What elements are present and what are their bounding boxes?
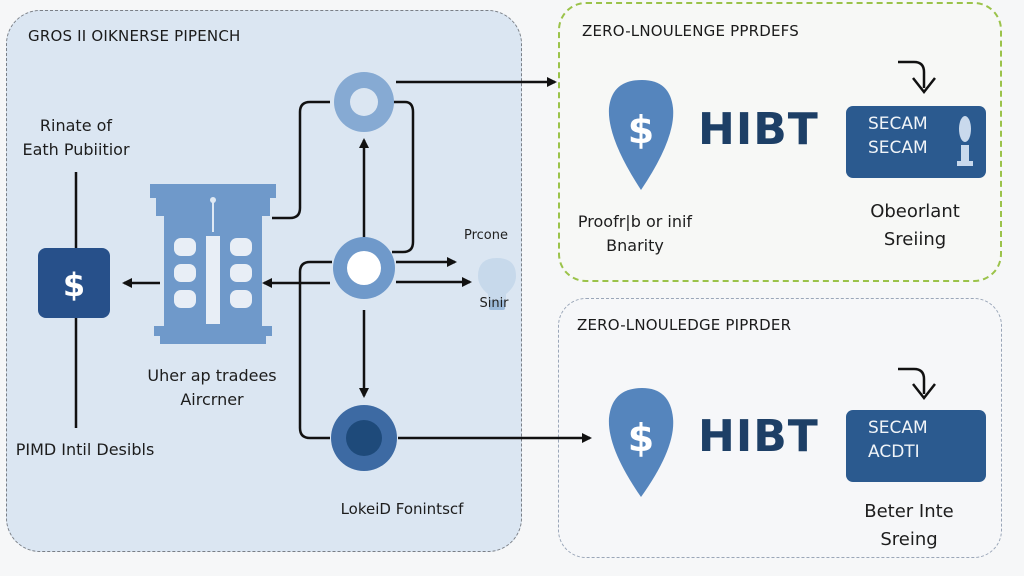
link-center-to-bottom-loop (298, 260, 332, 440)
dollar-pin-icon-2: $ (608, 388, 674, 497)
bank-column-icon (150, 184, 276, 344)
bottom-left-label: PIMD Intil Desibls (15, 440, 155, 459)
svg-text:$: $ (63, 266, 85, 304)
column-label: Uher ap tradees Aircrner (132, 364, 292, 412)
center-node[interactable] (333, 237, 395, 299)
top-right-title: ZERO-LNOULENGE PPRDEFS (582, 22, 799, 40)
badge-line-1: SECAM (868, 114, 928, 134)
rate-label: Rinate of Eath Pubiitior (14, 114, 138, 162)
badge2-line-1: SECAM (868, 418, 928, 438)
secam-badge-2[interactable]: SECAM ACDTI (846, 410, 986, 482)
link-top-node-to-center (392, 100, 415, 254)
top-left-caption: Proofr|b or inif Bnarity (560, 210, 710, 258)
link-column-to-top-node (272, 100, 330, 220)
lightbulb-icon (478, 258, 516, 310)
side-label-top: Prcone (463, 228, 508, 243)
top-right-caption: Obeorlant Sreiing (840, 198, 990, 254)
bottom-right-caption: Beter Inte Sreing (834, 498, 984, 554)
side-label-bottom: Sinir (479, 296, 509, 311)
top-right-caption-line-2: Sreiing (883, 229, 947, 250)
svg-text:$: $ (628, 108, 654, 152)
dollar-square-icon: $ (38, 248, 110, 318)
top-left-caption-line-2: Bnarity (606, 236, 664, 255)
curved-down-arrow-icon (898, 60, 936, 95)
badge2-line-2: ACDTI (868, 442, 920, 462)
left-panel-title: GROS II OIKNERSE PIPENCH (28, 27, 241, 45)
curved-down-arrow-icon-2 (898, 367, 936, 401)
column-label-line-1: Uher ap tradees (147, 366, 277, 385)
bottom-right-title: ZERO-LNOULEDGE PIPRDER (577, 316, 792, 334)
badge-line-2: SECAM (868, 138, 928, 158)
column-label-line-2: Aircrner (180, 390, 244, 409)
bottom-right-caption-line-1: Beter Inte (864, 501, 954, 522)
bottom-right-caption-line-2: Sreing (880, 529, 938, 550)
rate-label-line-1: Rinate of (39, 116, 113, 135)
top-left-caption-line-1: Proofr|b or inif (577, 212, 693, 231)
svg-text:$: $ (628, 416, 654, 460)
bottom-node[interactable] (331, 405, 397, 471)
brand-hibt: HIBT (698, 104, 819, 155)
top-node[interactable] (334, 72, 394, 132)
dollar-pin-icon: $ (608, 80, 674, 190)
rate-label-line-2: Eath Pubiitior (22, 140, 130, 159)
bottom-node-label: LokeiD Fonintscf (340, 500, 464, 518)
secam-badge[interactable]: SECAM SECAM (846, 106, 986, 178)
brand-hibt-2: HIBT (698, 411, 819, 462)
top-right-caption-line-1: Obeorlant (870, 201, 960, 222)
